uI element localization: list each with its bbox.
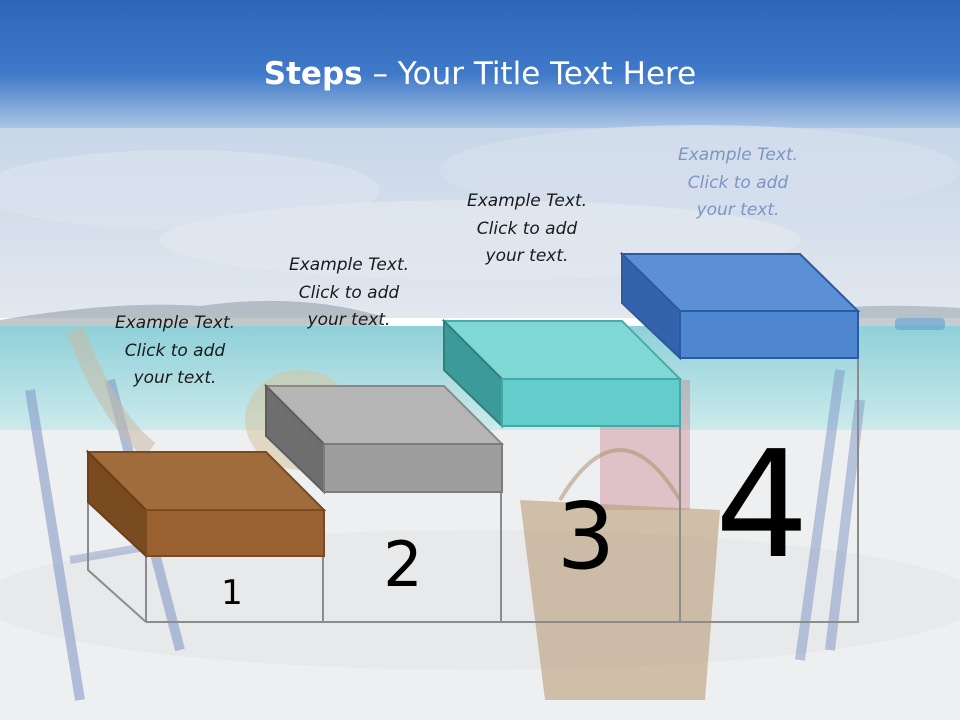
title-bold: Steps (263, 56, 363, 92)
step-text-4-line-1: Example Text. (677, 145, 799, 165)
step-text-1[interactable]: Example Text. Click to add your text. (75, 310, 275, 393)
step-number-1: 1 (221, 573, 243, 613)
step-text-2-line-2: Click to add (298, 282, 400, 303)
steps-frame (87, 358, 859, 623)
step-text-2-line-1: Example Text. (288, 255, 410, 275)
step-text-4-line-2: Click to add (687, 172, 789, 193)
step-text-1-line-1: Example Text. (114, 313, 236, 333)
step-block-4[interactable] (619, 251, 861, 361)
step-text-3-line-2: Click to add (476, 218, 578, 239)
step-number-4: 4 (715, 419, 809, 591)
step-block-1[interactable] (85, 449, 327, 559)
step-text-1-line-3: your text. (133, 368, 217, 388)
step-block-3[interactable] (441, 318, 683, 429)
step-text-2-line-3: your text. (307, 310, 391, 330)
title-rest: – Your Title Text Here (362, 56, 697, 92)
step-text-1-line-2: Click to add (124, 340, 226, 361)
step-number-3: 3 (557, 483, 616, 590)
step-block-2[interactable] (263, 383, 505, 495)
step-text-2[interactable]: Example Text. Click to add your text. (249, 252, 449, 335)
slide-title[interactable]: Steps – Your Title Text Here (0, 52, 960, 96)
step-text-3-line-1: Example Text. (466, 191, 588, 211)
step-text-3[interactable]: Example Text. Click to add your text. (427, 188, 627, 271)
step-number-2: 2 (383, 528, 422, 601)
step-text-3-line-3: your text. (485, 246, 569, 266)
step-text-4[interactable]: Example Text. Click to add your text. (638, 142, 838, 225)
step-text-4-line-3: your text. (696, 200, 780, 220)
